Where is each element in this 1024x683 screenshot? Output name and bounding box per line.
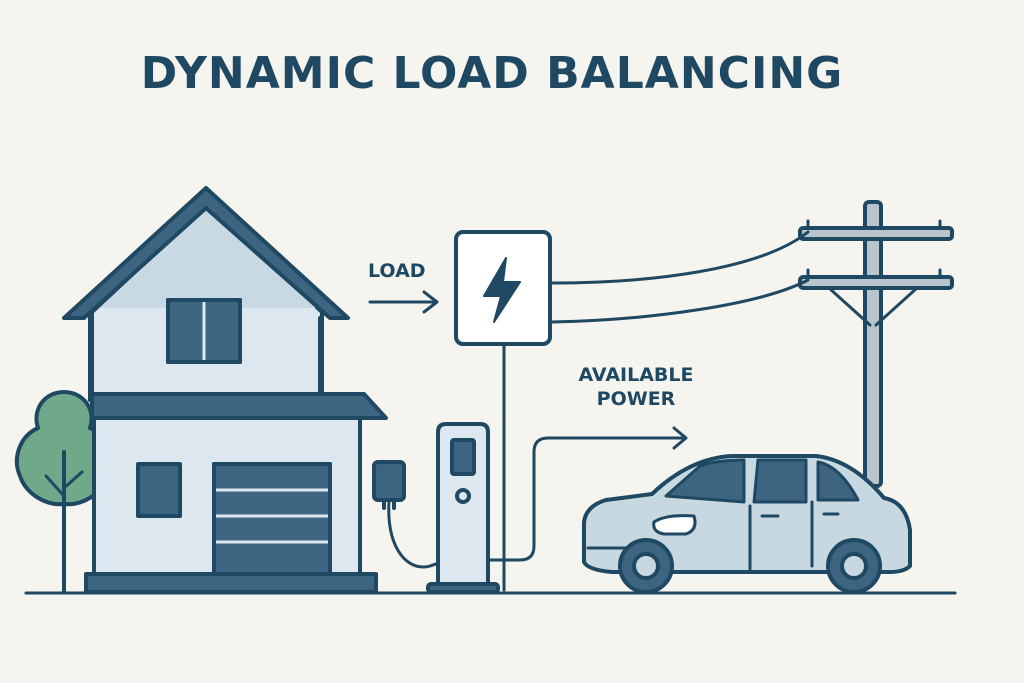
tree-icon: [14, 390, 114, 594]
load-label: LOAD: [368, 260, 426, 282]
available-power-line2: POWER: [596, 388, 676, 410]
arrow-right-icon: [422, 290, 439, 314]
load-balancer-box: [454, 230, 552, 346]
lightning-bolt-icon: [483, 257, 521, 323]
car-icon: [582, 454, 912, 594]
utility-pole-icon: [798, 200, 954, 488]
ev-charger-icon: [426, 422, 500, 594]
power-line-top: [550, 230, 810, 285]
diagram-title: DYNAMIC LOAD BALANCING: [140, 48, 844, 99]
house-icon: [62, 186, 388, 594]
available-power-line1: AVAILABLE: [578, 364, 694, 386]
power-line-bottom: [550, 278, 810, 324]
available-power-label: AVAILABLE POWER: [560, 363, 712, 411]
wall-outlet-icon: [372, 460, 406, 510]
arrow-right-icon: [672, 426, 688, 450]
car-feed-line: [486, 436, 686, 562]
